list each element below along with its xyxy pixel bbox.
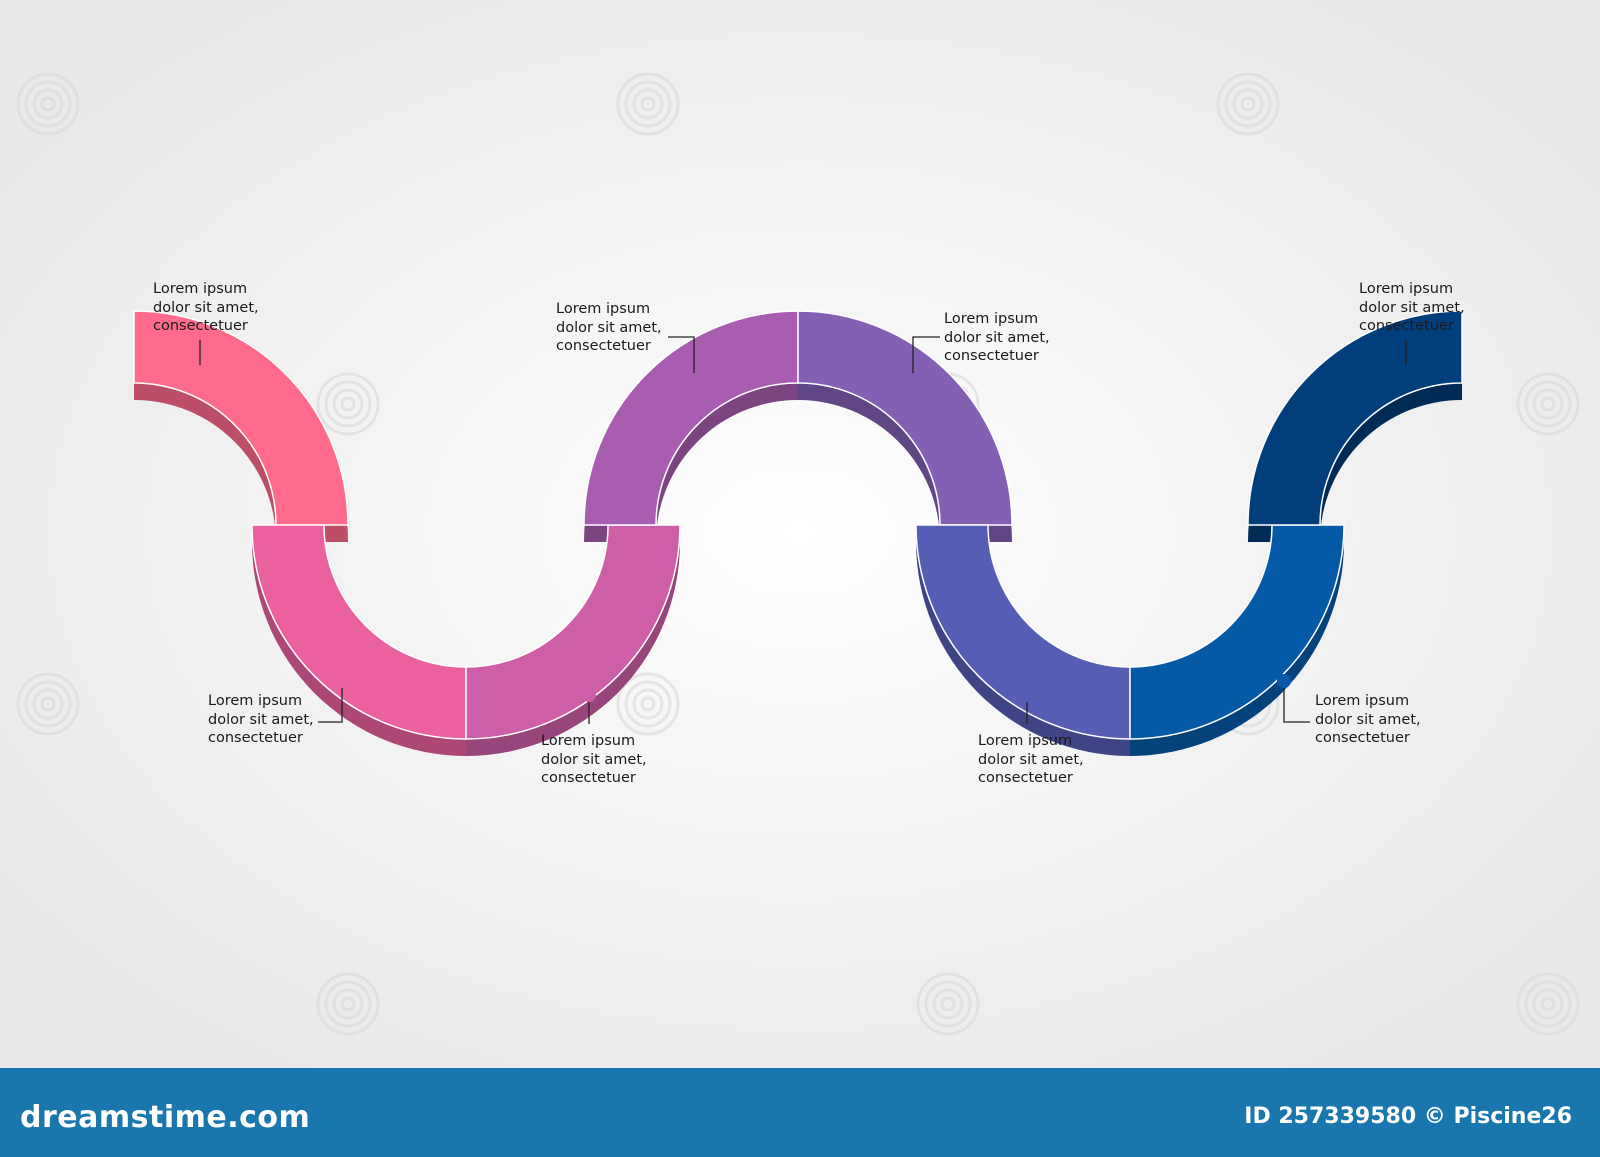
step-4-leader [668,336,695,374]
step-8-marker [1399,365,1413,379]
step-4-marker [687,373,701,387]
step-3-marker [582,688,596,702]
brand-logo[interactable]: dreamstime.com [20,1100,311,1135]
step-6-marker [1020,688,1034,702]
step-1-segment [133,310,349,526]
step-2-leader [318,687,343,723]
step-2-marker [335,674,349,688]
step-5-segment [797,310,1013,526]
step-7-segment [1129,524,1345,740]
step-8-segment [1247,310,1463,526]
step-4-segment [583,310,799,526]
step-5-leader [912,336,940,374]
step-3-segment [465,524,681,740]
step-1-marker [193,365,207,379]
step-6-segment [915,524,1131,740]
footer-bar: dreamstime.com ID 257339580 © Piscine26 [0,1068,1600,1157]
watermark-icon [16,72,80,136]
wave-svg [16,72,1580,1036]
image-id: ID 257339580 © Piscine26 [1244,1104,1572,1129]
step-7-marker [1277,674,1291,688]
step-2-segment [251,524,467,740]
step-7-leader [1283,687,1310,723]
step-5-marker [906,373,920,387]
